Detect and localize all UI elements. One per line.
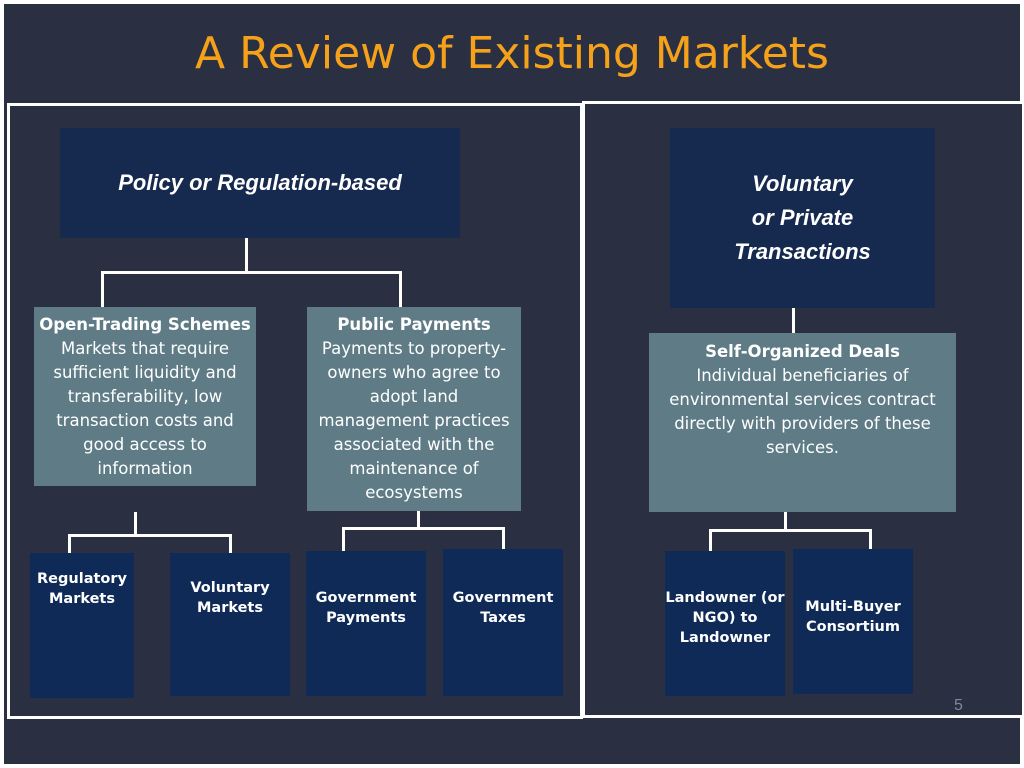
connector [502, 527, 505, 551]
open-trading-line: information [97, 459, 193, 478]
landowner-box: Landowner (or NGO) to Landowner [665, 551, 785, 696]
public-payments-line: management practices [318, 411, 510, 430]
connector [399, 271, 402, 307]
open-trading-line: transferability, low [67, 387, 223, 406]
leaf-label-line: Taxes [480, 610, 526, 626]
voluntary-heading-line: Voluntary [752, 171, 853, 196]
government-payments-box: Government Payments [306, 551, 426, 696]
connector [68, 534, 71, 553]
leaf-label-line: Voluntary [190, 580, 270, 596]
leaf-label-line: Markets [196, 600, 263, 616]
leaf-label-line: Payments [326, 610, 406, 626]
connector [342, 527, 505, 530]
government-taxes-box: Government Taxes [443, 549, 563, 696]
connector [342, 527, 345, 551]
connector [134, 512, 137, 536]
voluntary-markets-box: Voluntary Markets [170, 553, 290, 696]
public-payments-line: maintenance of [349, 459, 479, 478]
policy-heading-box: Policy or Regulation-based [60, 128, 460, 238]
open-trading-line: Markets that require [61, 339, 229, 358]
connector [709, 529, 712, 551]
open-trading-title: Open-Trading Schemes [39, 315, 251, 334]
leaf-label-line: Multi-Buyer [805, 599, 901, 615]
public-payments-line: ecosystems [365, 483, 463, 502]
leaf-label-line: Landowner (or [665, 590, 785, 606]
multi-buyer-box: Multi-Buyer Consortium [793, 549, 913, 694]
self-organized-box: Self-Organized Deals Individual benefici… [649, 333, 956, 512]
connector [68, 534, 232, 537]
open-trading-line: good access to [83, 435, 207, 454]
leaf-label-line: Consortium [805, 619, 900, 635]
slide: A Review of Existing Markets Policy or R… [4, 4, 1024, 764]
public-payments-line: Payments to property- [321, 339, 507, 358]
voluntary-heading-line: Transactions [734, 239, 871, 264]
open-trading-box: Open-Trading Schemes Markets that requir… [34, 307, 256, 486]
self-organized-line: services. [766, 438, 839, 457]
leaf-label-line: Government [315, 590, 417, 606]
connector [869, 529, 872, 551]
connector [709, 529, 872, 532]
self-organized-line: Individual beneficiaries of [696, 366, 909, 385]
public-payments-title: Public Payments [337, 315, 491, 334]
connector [245, 237, 248, 273]
public-payments-line: associated with the [333, 435, 495, 454]
open-trading-line: sufficient liquidity and [53, 363, 237, 382]
connector [417, 510, 420, 529]
connector [784, 512, 787, 531]
self-organized-title: Self-Organized Deals [705, 342, 900, 361]
leaf-label-line: Landowner [679, 630, 771, 646]
self-organized-line: environmental services contract [669, 390, 936, 409]
connector [101, 271, 402, 274]
leaf-label-line: Government [452, 590, 554, 606]
public-payments-box: Public Payments Payments to property- ow… [307, 307, 521, 511]
page-number: 5 [954, 697, 963, 714]
voluntary-heading-line: or Private [751, 205, 854, 230]
slide-title: A Review of Existing Markets [195, 28, 829, 79]
leaf-label-line: Markets [48, 591, 115, 607]
open-trading-line: transaction costs and [56, 411, 234, 430]
connector [229, 534, 232, 553]
leaf-label-line: NGO) to [692, 610, 758, 626]
voluntary-heading-box: Voluntary or Private Transactions [670, 128, 935, 308]
self-organized-line: directly with providers of these [674, 414, 931, 433]
regulatory-markets-box: Regulatory Markets [30, 553, 134, 698]
policy-heading: Policy or Regulation-based [118, 170, 402, 195]
public-payments-line: adopt land [369, 387, 459, 406]
public-payments-line: owners who agree to [327, 363, 501, 382]
connector [792, 307, 795, 334]
leaf-label-line: Regulatory [37, 571, 127, 587]
connector [101, 271, 104, 307]
